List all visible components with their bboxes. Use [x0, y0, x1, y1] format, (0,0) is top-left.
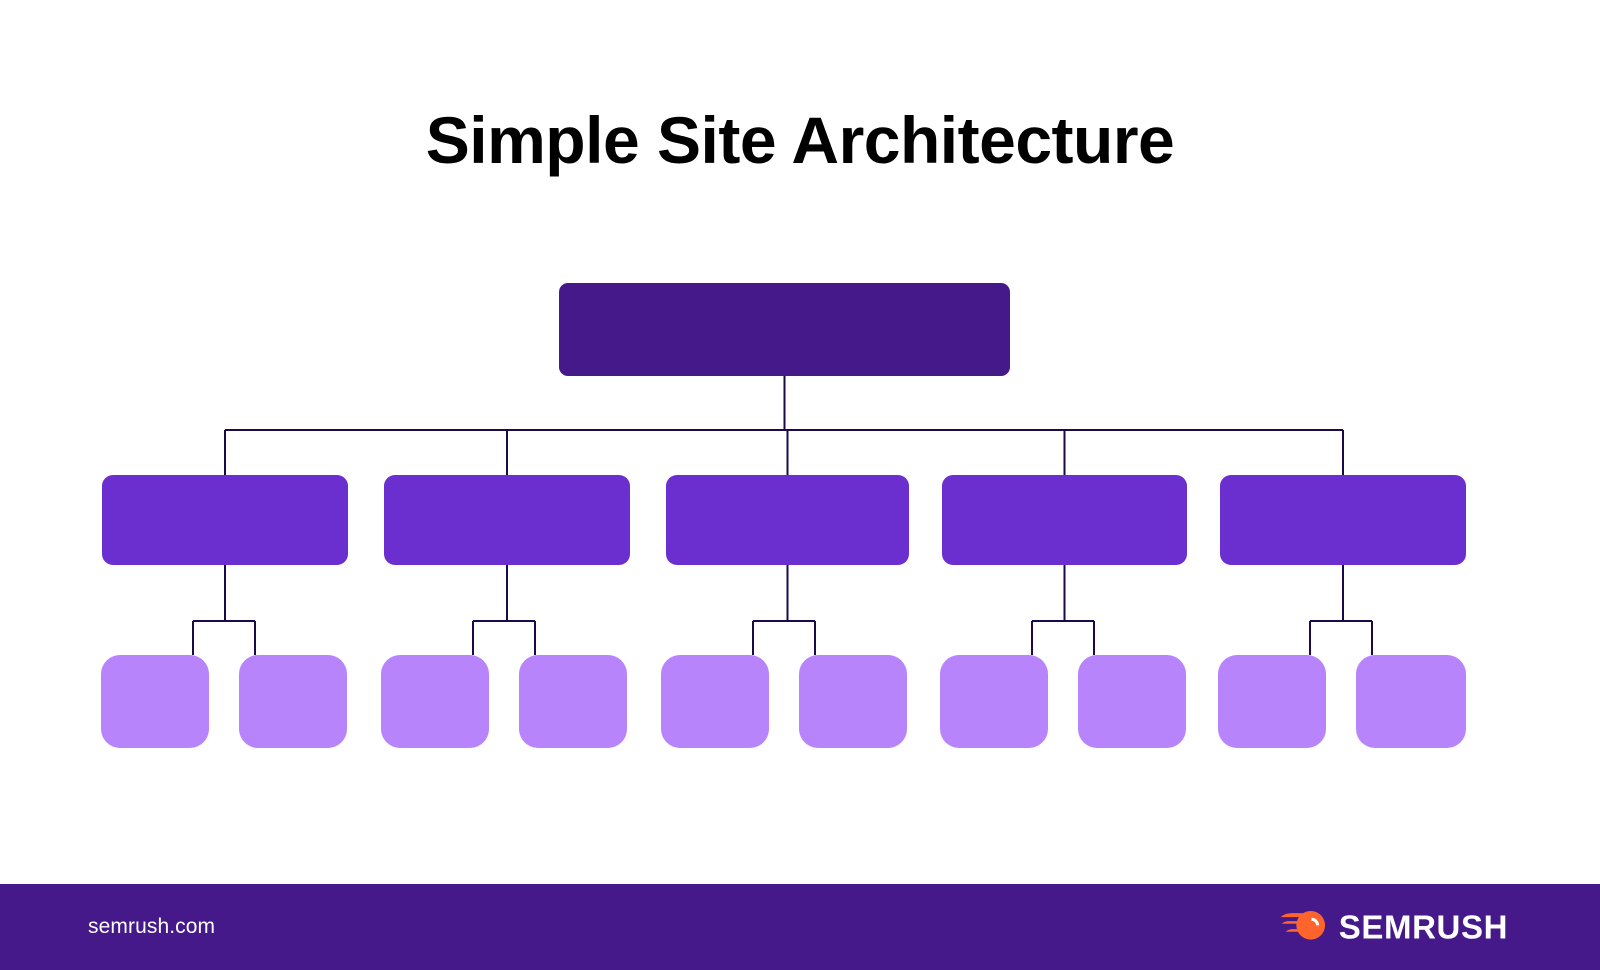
- node-label: [1356, 655, 1466, 748]
- node-label: [102, 475, 348, 565]
- site-architecture-diagram: [101, 283, 1466, 748]
- node-label: [661, 655, 769, 748]
- node-label: [101, 655, 209, 748]
- node-label: [559, 283, 1010, 376]
- node-label: [519, 655, 627, 748]
- node-category-3[interactable]: [666, 475, 909, 565]
- node-label: [239, 655, 347, 748]
- footer-url-text: semrush.com: [88, 915, 216, 938]
- node-label: [799, 655, 907, 748]
- semrush-comet-icon: [1280, 908, 1326, 947]
- node-page-9[interactable]: [1218, 655, 1326, 748]
- node-label: [1078, 655, 1186, 748]
- node-label: [940, 655, 1048, 748]
- node-page-7[interactable]: [940, 655, 1048, 748]
- node-page-1[interactable]: [101, 655, 209, 748]
- node-page-3[interactable]: [381, 655, 489, 748]
- page-title: Simple Site Architecture: [425, 103, 1175, 177]
- node-category-4[interactable]: [942, 475, 1187, 565]
- node-category-1[interactable]: [102, 475, 348, 565]
- node-label: [1220, 475, 1466, 565]
- node-category-2[interactable]: [384, 475, 630, 565]
- node-label: [384, 475, 630, 565]
- semrush-logo: SEMRUSH: [1280, 908, 1508, 947]
- node-page-10[interactable]: [1356, 655, 1466, 748]
- semrush-wordmark: SEMRUSH: [1338, 908, 1508, 946]
- node-label: [1218, 655, 1326, 748]
- node-page-5[interactable]: [661, 655, 769, 748]
- node-page-8[interactable]: [1078, 655, 1186, 748]
- node-label: [666, 475, 909, 565]
- node-label: [942, 475, 1187, 565]
- node-page-6[interactable]: [799, 655, 907, 748]
- footer-bar: semrush.com SEMRUSH: [0, 884, 1600, 970]
- node-category-5[interactable]: [1220, 475, 1466, 565]
- node-page-4[interactable]: [519, 655, 627, 748]
- node-label: [381, 655, 489, 748]
- connector-layer: [192, 376, 1373, 655]
- node-page-2[interactable]: [239, 655, 347, 748]
- node-root-1[interactable]: [559, 283, 1010, 376]
